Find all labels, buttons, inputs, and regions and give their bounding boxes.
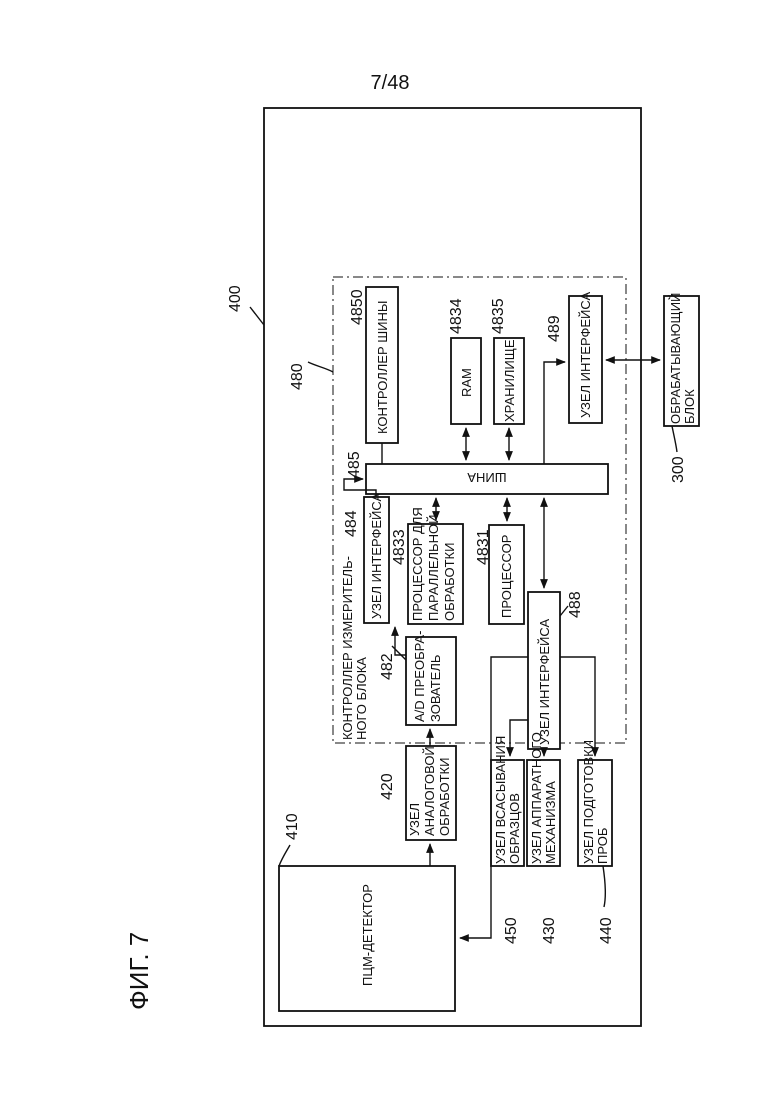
par-proc-label-2: ПАРАЛЛЕЛЬНОЙ [426,515,441,621]
meas-ctrl-label-1: КОНТРОЛЛЕР ИЗМЕРИТЕЛЬ- [340,556,355,740]
ref-488: 488 [567,591,584,618]
prep-label-2: ПРОБ [595,828,610,864]
bus-label: ШИНА [467,470,507,485]
ref-4850: 4850 [349,289,366,325]
ref-430: 430 [541,917,558,944]
ad-label-2: ЗОВАТЕЛЬ [428,655,443,722]
figure-label: ФИГ. 7 [124,932,154,1010]
cpu-label: ПРОЦЕССОР [499,535,514,618]
ram-label: RAM [459,368,474,397]
proc-label-1: ОБРАБАТЫВАЮЩИЙ [668,293,683,424]
par-proc-label-1: ПРОЦЕССОР ДЛЯ [410,507,425,621]
ad-label-1: A/D ПРЕОБРА- [412,631,427,722]
ref-484: 484 [343,510,360,537]
ref-440: 440 [598,917,615,944]
par-proc-label-3: ОБРАБОТКИ [442,543,457,621]
leader-300 [672,426,677,452]
ref-420: 420 [379,773,396,800]
proc-label-2: БЛОК [682,389,697,424]
suction-label-2: ОБРАЗЦОВ [507,793,522,864]
storage-label: ХРАНИЛИЩЕ [502,339,517,422]
ref-450: 450 [503,917,520,944]
analog-label-2: АНАЛОГОВОЙ [422,746,437,836]
meas-ctrl-label-2: НОГО БЛОКА [354,657,369,740]
ref-410: 410 [284,813,301,840]
mech-label-2: МЕХАНИЗМА [543,781,558,864]
ref-4835: 4835 [490,298,507,334]
ref-400: 400 [227,285,244,312]
ref-482: 482 [379,653,396,680]
prep-label-1: УЗЕЛ ПОДГОТОВКИ [581,740,596,864]
ref-4833: 4833 [391,529,408,565]
mech-label-1: УЗЕЛ АППАРАТНОГО [529,732,544,864]
iface488-label: УЗЕЛ ИНТЕРФЕЙСА [537,618,552,745]
pcm-detector-label: ПЦМ-ДЕТЕКТОР [360,884,375,986]
ref-300: 300 [670,456,687,483]
bus-ctrl-label: КОНТРОЛЛЕР ШИНЫ [375,301,390,434]
ref-4834: 4834 [448,298,465,334]
ref-480: 480 [289,363,306,390]
iface489-label: УЗЕЛ ИНТЕРФЕЙСА [578,291,593,418]
ref-4831: 4831 [475,529,492,565]
iface484-label: УЗЕЛ ИНТЕРФЕЙСА [369,492,384,619]
leader-400 [250,307,264,325]
ref-485: 485 [346,451,363,478]
analog-label-3: ОБРАБОТКИ [437,758,452,836]
ref-489: 489 [546,315,563,342]
analog-label-1: УЗЕЛ [407,803,422,836]
suction-label-1: УЗЕЛ ВСАСЫВАНИЯ [493,736,508,864]
